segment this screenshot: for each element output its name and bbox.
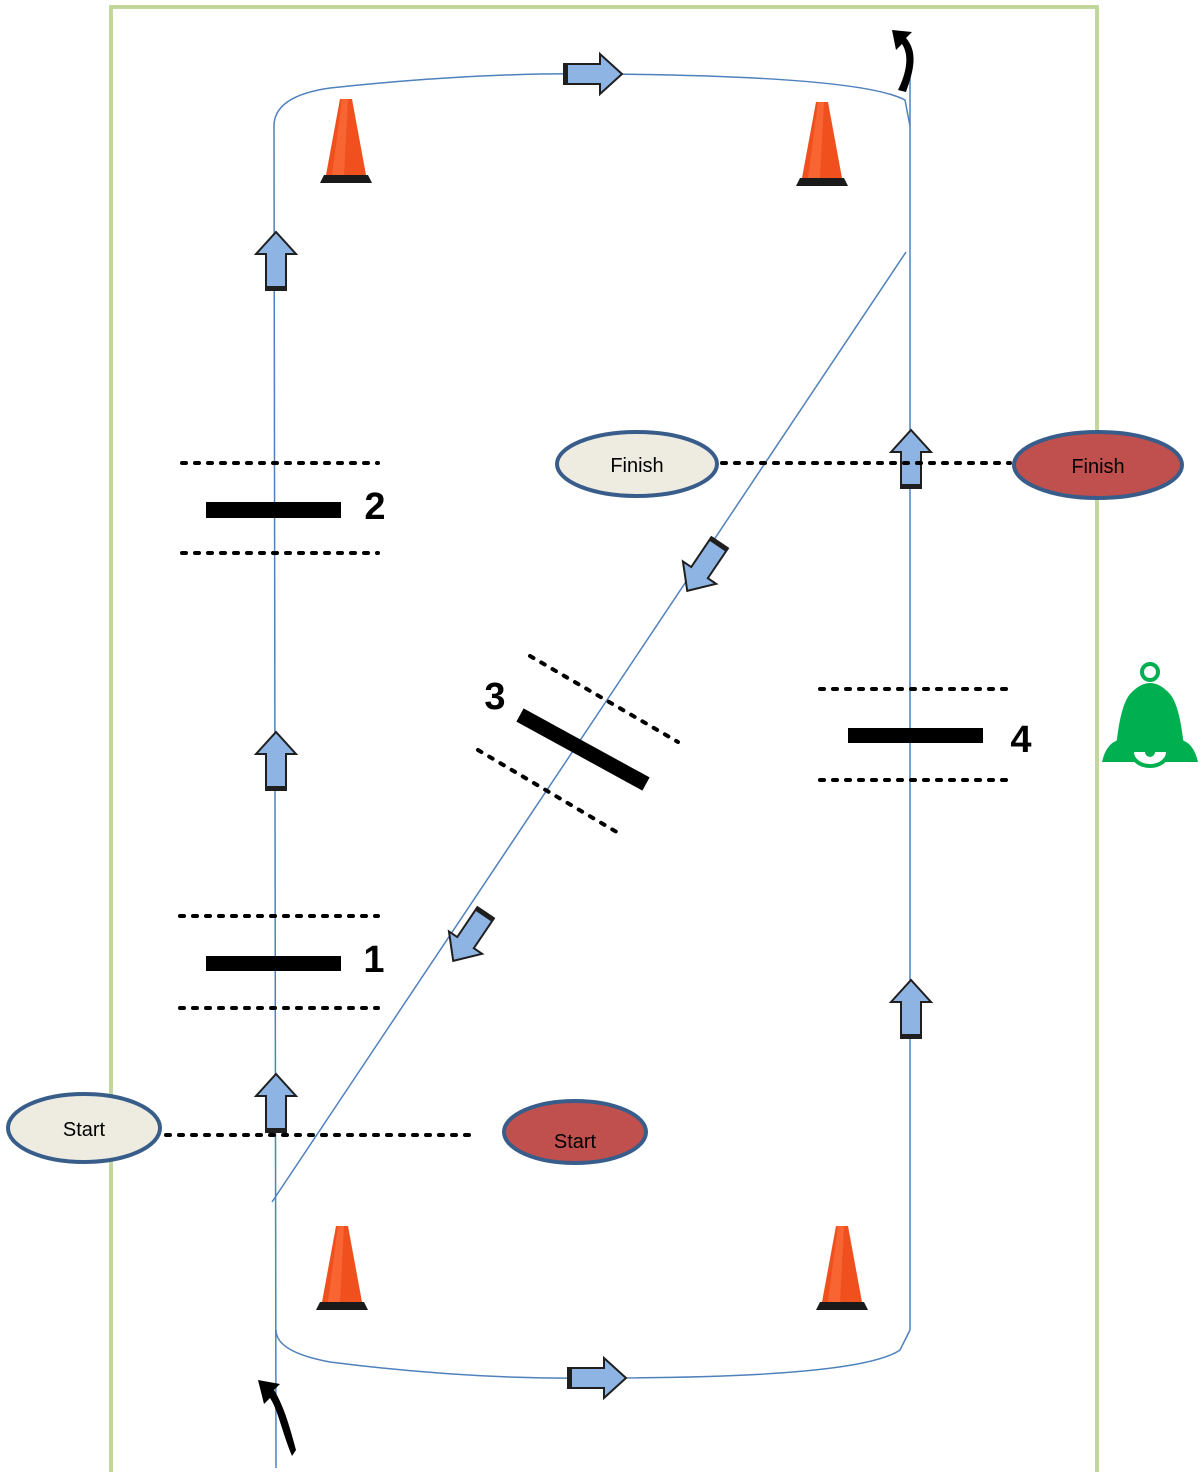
- track-path: [271, 70, 911, 1469]
- direction-arrow-diagonal-2: [435, 899, 504, 974]
- obstacle-number: 3: [484, 676, 505, 718]
- finish-marker-outer: Finish: [1012, 430, 1184, 500]
- finish-label: Finish: [610, 455, 663, 477]
- obstacle-number: 4: [1010, 719, 1031, 761]
- finish-marker-inner: Finish: [555, 430, 719, 498]
- obstacle-2: 2: [180, 461, 386, 555]
- finish-label: Finish: [1071, 456, 1124, 478]
- start-label: Start: [63, 1119, 106, 1141]
- traffic-cone-icon: [320, 99, 372, 183]
- obstacle-4: 4: [818, 687, 1032, 782]
- start-marker-inner: Start: [502, 1099, 648, 1165]
- direction-arrow-diagonal-1: [669, 529, 738, 604]
- field-border: [109, 5, 1099, 1472]
- direction-arrow-left-3: [255, 231, 297, 292]
- direction-arrow-left-2: [255, 731, 297, 792]
- turn-arrow-bottom-icon: [258, 1380, 296, 1456]
- traffic-cone-icon: [316, 1226, 368, 1310]
- direction-arrow-left-1: [255, 1073, 297, 1134]
- obstacle-1: 1: [178, 914, 385, 1010]
- direction-arrow-top: [562, 53, 623, 95]
- direction-arrow-bottom: [566, 1357, 627, 1399]
- obstacle-3: 3: [476, 654, 680, 836]
- obstacle-number: 2: [364, 486, 385, 528]
- traffic-cone-icon: [816, 1226, 868, 1310]
- direction-arrow-right-2: [890, 429, 932, 490]
- start-marker-outer: Start: [6, 1092, 162, 1164]
- start-label: Start: [554, 1131, 597, 1153]
- turn-arrow-top-icon: [892, 30, 914, 92]
- traffic-cone-icon: [796, 102, 848, 186]
- bell-icon: [1102, 662, 1198, 768]
- obstacle-number: 1: [363, 939, 384, 981]
- direction-arrow-right-1: [890, 979, 932, 1040]
